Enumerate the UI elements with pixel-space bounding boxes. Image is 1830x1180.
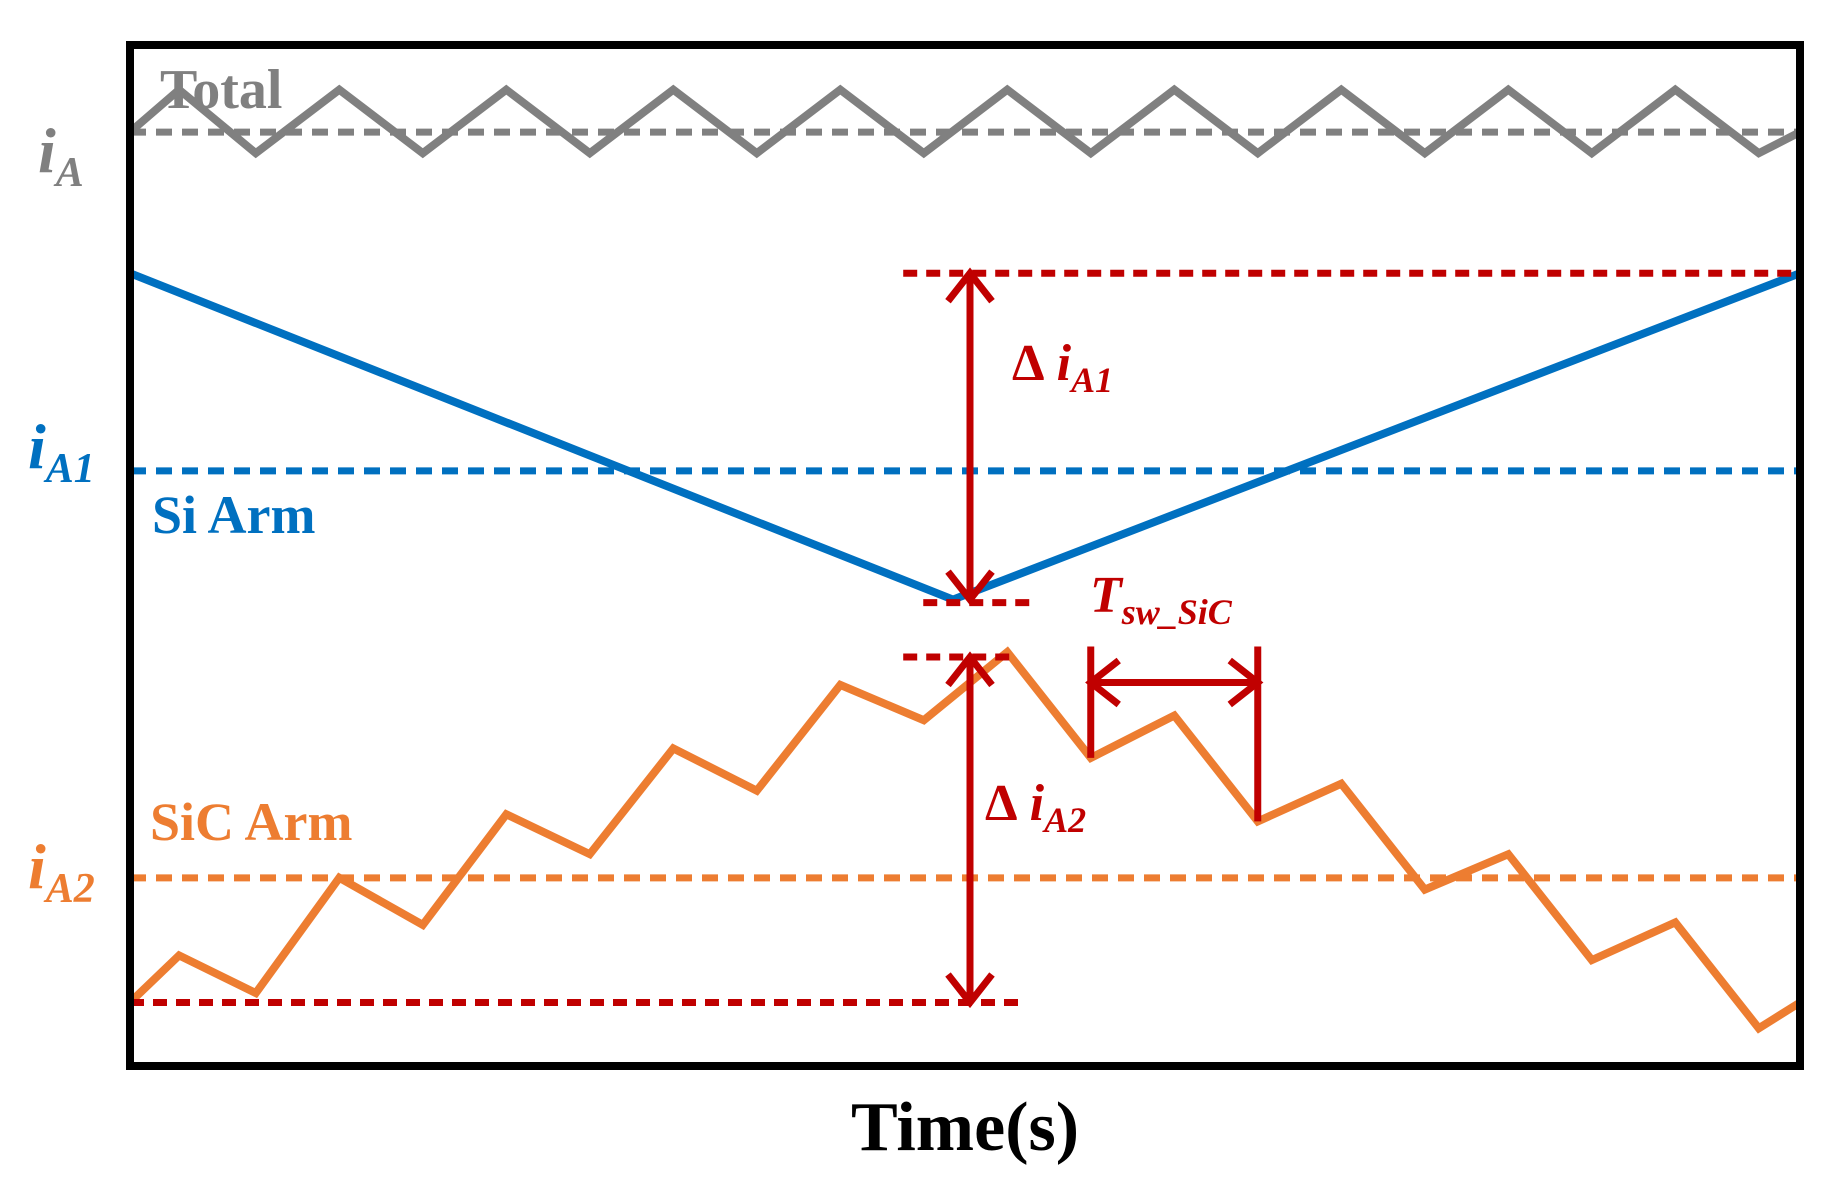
delta-ia2-main: i [1030, 775, 1045, 832]
delta-ia2-arrow-head-bottom [945, 972, 995, 1009]
t-sw-sub: sw_SiC [1121, 592, 1233, 632]
delta-ia1-main: i [1057, 335, 1072, 392]
ia1-label: iA1 [28, 411, 95, 492]
t-sw-arrow-head-left [1085, 657, 1121, 708]
ia-label-sub: A [53, 150, 84, 196]
t-sw-sic-label: Tsw_SiC [1090, 567, 1233, 632]
ia-label: iA [38, 115, 84, 196]
ia1-label-sub: A1 [43, 446, 95, 492]
ia2-label: iA2 [28, 831, 95, 912]
delta-ia2-sub: A2 [1042, 800, 1086, 840]
delta-ia1-sub: A1 [1069, 360, 1113, 400]
total-series-label: Total [160, 59, 282, 121]
ia2-label-main: i [28, 831, 46, 902]
delta-ia2-arrow-head-top [945, 651, 995, 688]
delta-ia1-symbol: Δ [1012, 335, 1045, 392]
t-sw-main: T [1090, 567, 1124, 624]
si-arm-series-label: Si Arm [152, 485, 316, 545]
ia2-label-sub: A2 [43, 866, 95, 912]
total-waveform [127, 84, 1802, 159]
delta-ia1-arrow-head-top [945, 267, 995, 304]
t-sw-arrow-head-right [1227, 657, 1264, 708]
x-axis-label: Time(s) [851, 1089, 1079, 1166]
sic-arm-series-label: SiC Arm [150, 792, 353, 852]
ia-label-main: i [38, 115, 56, 186]
delta-ia2-symbol: Δ [985, 775, 1018, 832]
ia1-label-main: i [28, 411, 46, 482]
plot-frame [126, 41, 1804, 1070]
sic-arm-waveform [127, 646, 1803, 1034]
delta-ia1-arrow-head-bottom [945, 569, 995, 606]
